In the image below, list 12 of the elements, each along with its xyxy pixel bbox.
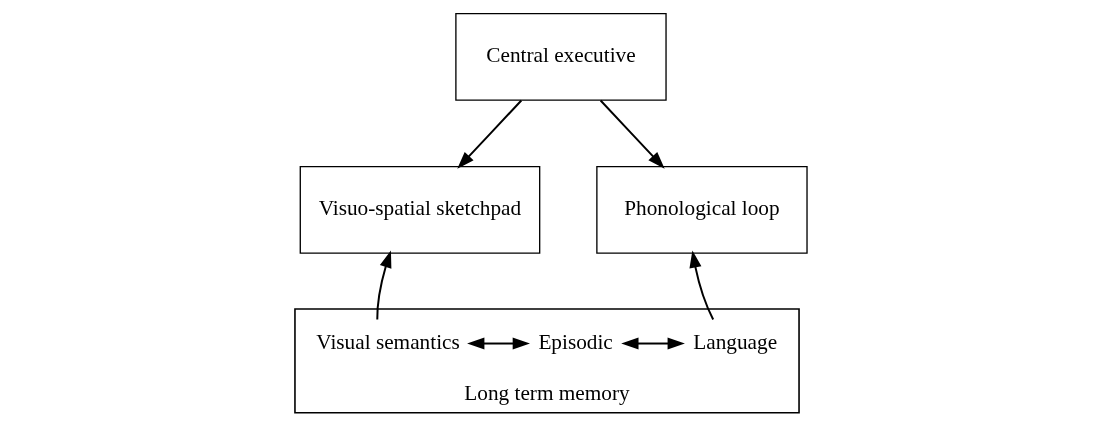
arrow (621, 337, 685, 350)
arrow (599, 99, 665, 169)
node-box: Visuo-spatial sketchpad (299, 165, 541, 254)
node-text: Episodic (538, 329, 613, 354)
node-text: Visual semantics (316, 329, 460, 354)
arrow (467, 337, 530, 350)
node-box: Central executive (455, 13, 667, 101)
node-box: Phonological loop (596, 165, 808, 254)
node-text: Language (693, 329, 778, 354)
arrow (457, 99, 523, 169)
arrow (376, 250, 392, 321)
arrow (689, 250, 715, 321)
